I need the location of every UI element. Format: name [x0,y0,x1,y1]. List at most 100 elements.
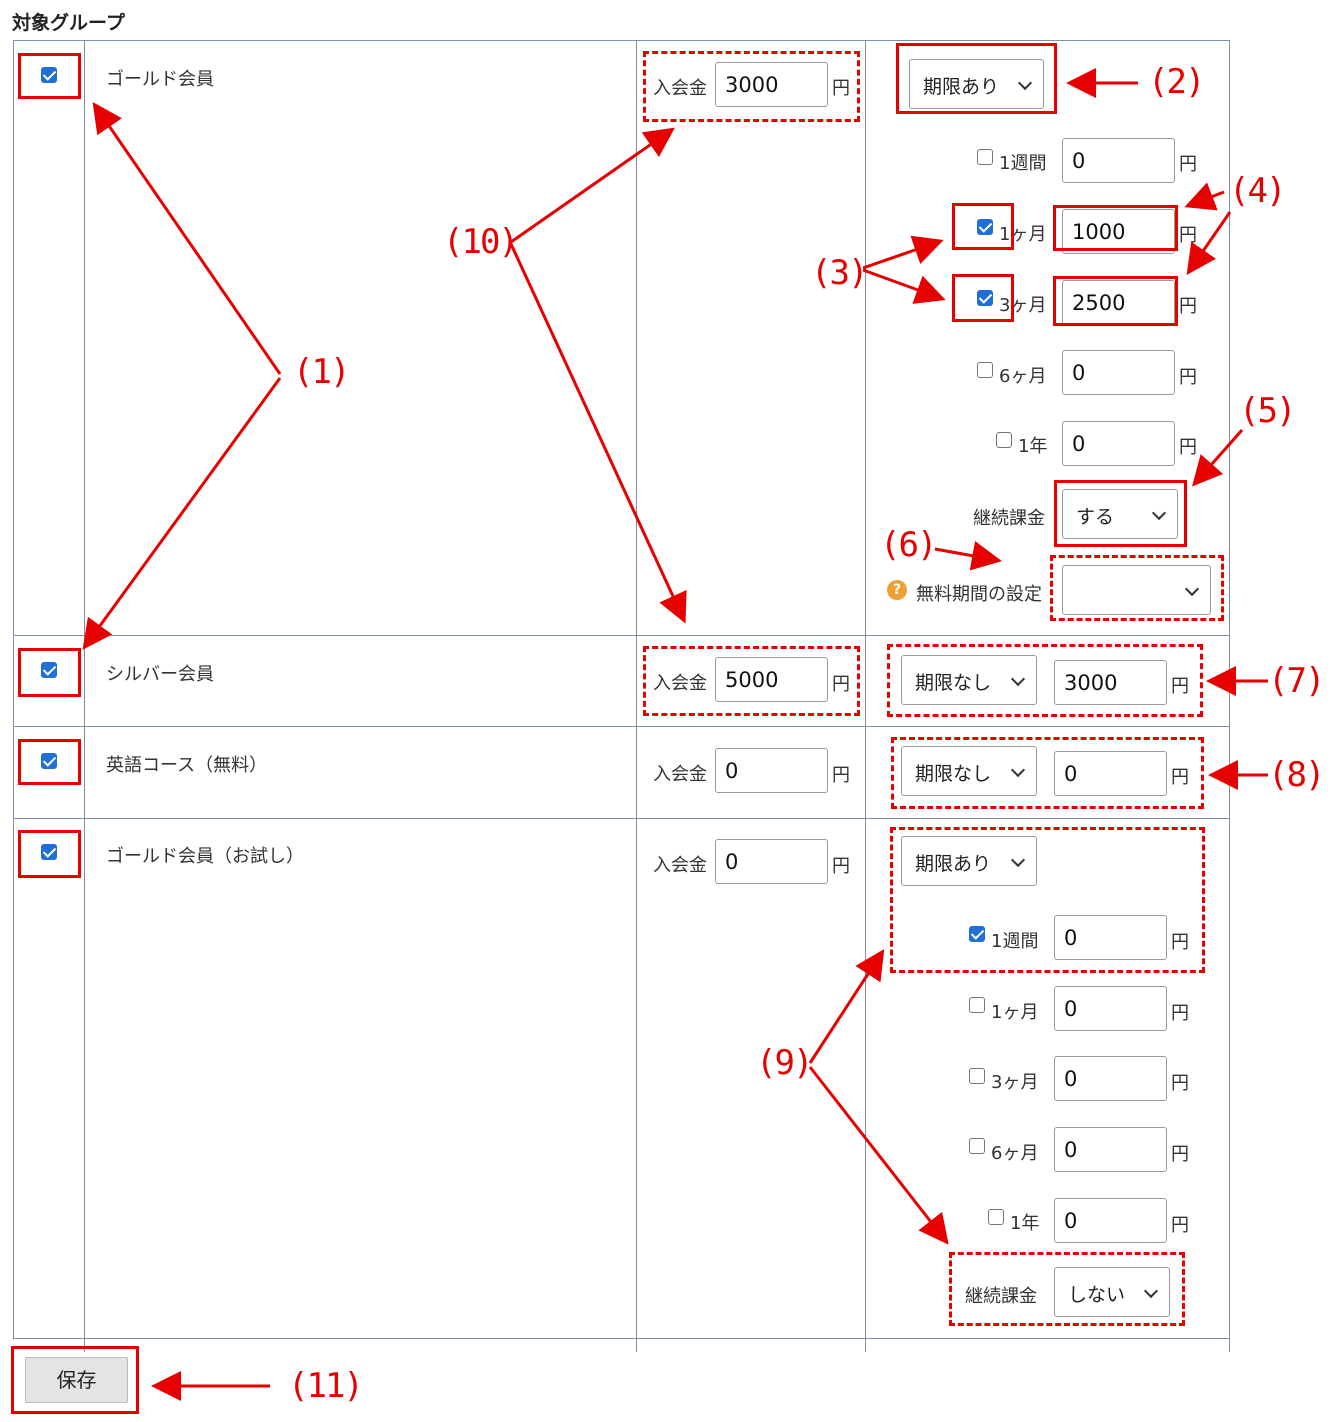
price-input-english[interactable]: 0 [1054,751,1167,796]
arrow-4a [1184,182,1225,211]
trial-period-checkbox-6month[interactable] [969,1138,985,1154]
period-price-input[interactable]: 0 [1062,350,1175,395]
period-price-input[interactable]: 1000 [1062,209,1175,254]
recurring-select-gold[interactable]: する [1062,489,1178,539]
period-price-input[interactable]: 2500 [1062,280,1175,325]
period-label: 1ヶ月 [991,1002,1039,1023]
entry-fee-input-gold-trial[interactable]: 0 [715,839,828,884]
group-name-english: 英語コース（無料） [106,755,268,776]
period-select-value: 期限あり [915,853,992,875]
highlight-box [18,739,81,785]
arrow-3b [862,268,946,304]
highlight-box-dashed [890,827,1205,973]
period-price-input[interactable]: 0 [1062,138,1175,183]
highlight-box [18,53,81,99]
period-label: 1ヶ月 [999,224,1047,245]
arrow-4b [1186,211,1232,275]
entry-fee-input-silver[interactable]: 5000 [715,657,828,702]
trial-period-price-input[interactable]: 0 [1054,1127,1167,1172]
trial-period-price-input[interactable]: 0 [1054,1198,1167,1243]
period-label: 1週間 [991,931,1039,952]
recurring-select-value: する [1076,506,1115,528]
period-checkbox-1week[interactable] [977,149,993,165]
currency-label: 円 [1171,1073,1189,1094]
currency-label: 円 [1171,1215,1189,1236]
trial-period-price-input[interactable]: 0 [1054,986,1167,1031]
highlight-box-dashed [949,1252,1185,1326]
period-checkbox-3month[interactable] [977,290,993,306]
annotation-label: (5) [1239,391,1296,431]
period-select-english[interactable]: 期限なし [901,746,1037,796]
currency-label: 円 [832,856,850,877]
annotation-label: (6) [880,525,937,565]
period-label: 3ヶ月 [999,295,1047,316]
currency-label: 円 [1179,154,1197,175]
period-select-gold-trial[interactable]: 期限あり [901,836,1037,886]
annotation-label: (10) [443,222,519,262]
period-select-gold[interactable]: 期限あり [909,59,1044,109]
group-checkbox-english[interactable] [41,753,57,769]
trial-period-price-input[interactable]: 0 [1054,1056,1167,1101]
period-label: 1週間 [999,153,1047,174]
arrow-10a [510,127,675,244]
recurring-label: 継続課金 [973,508,1045,529]
trial-period-checkbox-3month[interactable] [969,1068,985,1084]
highlight-box [1053,276,1178,326]
price-input-silver[interactable]: 3000 [1054,660,1167,705]
currency-label: 円 [1171,1003,1189,1024]
highlight-box-dashed [887,644,1203,717]
annotation-label: (7) [1268,661,1325,701]
period-select-value: 期限なし [915,672,992,694]
currency-label: 円 [832,78,850,99]
highlight-box-dashed [891,737,1204,809]
currency-label: 円 [1179,437,1197,458]
period-checkbox-1year[interactable] [996,432,1012,448]
period-price-input[interactable]: 0 [1062,421,1175,466]
arrow-9b [808,1066,949,1245]
period-label: 6ヶ月 [991,1143,1039,1164]
period-checkbox-1month[interactable] [977,219,993,235]
free-period-select[interactable] [1062,565,1211,615]
entry-fee-input-english[interactable]: 0 [715,748,828,793]
entry-fee-label: 入会金 [653,855,707,876]
arrow-3a [862,235,944,270]
trial-period-checkbox-1week[interactable] [969,926,985,942]
recurring-select-gold-trial[interactable]: しない [1054,1267,1170,1317]
trial-period-price-input[interactable]: 0 [1054,915,1167,960]
annotation-label: (4) [1229,171,1286,211]
trial-period-checkbox-1month[interactable] [969,997,985,1013]
period-label: 1年 [1018,436,1048,457]
period-label: 3ヶ月 [991,1072,1039,1093]
annotation-label: (3) [811,253,868,293]
currency-label: 円 [1171,1144,1189,1165]
currency-label: 円 [832,674,850,695]
entry-fee-label: 入会金 [653,764,707,785]
entry-fee-input-gold[interactable]: 3000 [715,62,828,107]
recurring-label: 継続課金 [965,1286,1037,1307]
group-checkbox-gold-trial[interactable] [41,844,57,860]
currency-label: 円 [1171,932,1189,953]
save-button[interactable]: 保存 [25,1357,128,1403]
currency-label: 円 [1179,367,1197,388]
table-row-divider [13,635,1230,636]
arrow-9a [808,948,885,1064]
highlight-box-dashed [643,51,860,122]
section-title: 対象グループ [12,12,125,34]
currency-label: 円 [832,765,850,786]
help-icon[interactable]: ? [887,580,907,600]
table-col-divider [865,40,866,1352]
entry-fee-label: 入会金 [653,673,707,694]
group-name-gold-trial: ゴールド会員（お試し） [106,846,304,867]
group-name-gold: ゴールド会員 [106,69,214,90]
highlight-box [952,274,1014,322]
currency-label: 円 [1171,676,1189,697]
group-checkbox-silver[interactable] [41,662,57,678]
table-col-divider [84,40,85,1352]
period-select-silver[interactable]: 期限なし [901,655,1037,705]
highlight-box [952,203,1014,250]
group-checkbox-gold[interactable] [41,67,57,83]
trial-period-checkbox-1year[interactable] [988,1209,1004,1225]
highlight-box [1054,480,1187,547]
period-checkbox-6month[interactable] [977,362,993,378]
